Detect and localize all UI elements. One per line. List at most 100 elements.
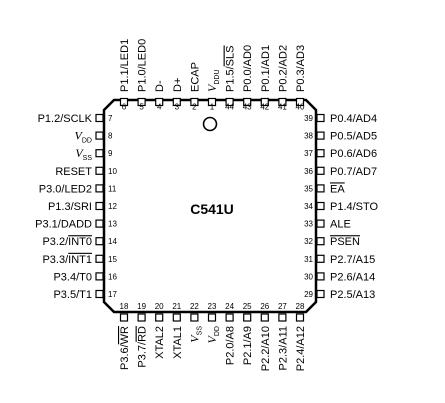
pin-39-pad <box>316 113 325 123</box>
pin-35-number: 35 <box>304 184 313 193</box>
pin-32-pad <box>316 237 325 246</box>
pin-18-pad <box>119 313 129 322</box>
pin-6-pad <box>119 97 129 107</box>
pin-39-number: 39 <box>304 114 313 123</box>
pin-7-pad <box>95 113 104 123</box>
pin-22-number: 22 <box>190 302 199 311</box>
pin-28-number: 28 <box>296 302 305 311</box>
pin-1-number: 1 <box>210 103 215 112</box>
pin-30-number: 30 <box>304 272 313 281</box>
pin-33-label-ale: ALE <box>330 219 351 231</box>
chip-name: C541U <box>190 201 234 217</box>
pin-44-number: 44 <box>225 103 234 112</box>
pin-5-pad <box>137 97 146 107</box>
pin-33-number: 33 <box>304 220 313 229</box>
pin-2-label-ecap: ECAP <box>189 62 201 92</box>
pin-38-label-p0-5-ad5: P0.5/AD5 <box>330 131 377 143</box>
pin-19-number: 19 <box>137 302 146 311</box>
pin-37-number: 37 <box>304 149 313 158</box>
pin-27-label-p2-3-a11: P2.3/A11 <box>277 326 289 370</box>
pin-8-pad <box>95 131 104 140</box>
pin-7-label-p1-2-sclk: P1.2/SCLK <box>38 113 93 125</box>
pin-30-label-p2-6-a14: P2.6/A14 <box>330 271 375 283</box>
pin-36-number: 36 <box>304 167 313 176</box>
pin-25-pad <box>243 313 252 322</box>
pin-44-label-p1-5-sls: P1.5/SLS <box>225 46 237 92</box>
pin-42-number: 42 <box>260 103 269 112</box>
pin-34-pad <box>316 201 325 211</box>
pin-16-number: 16 <box>108 272 117 281</box>
pin-43-number: 43 <box>243 103 252 112</box>
pin-43-pad <box>243 97 252 107</box>
pin-20-pad <box>155 313 164 322</box>
pin-39-label-p0-4-ad4: P0.4/AD4 <box>330 113 377 125</box>
pin-23-pad <box>207 313 217 322</box>
pin-42-label-p0-1-ad1: P0.1/AD1 <box>260 45 272 92</box>
pin-37-label-p0-6-ad6: P0.6/AD6 <box>330 148 377 160</box>
pin-26-number: 26 <box>260 302 269 311</box>
pin-41-pad <box>278 97 287 107</box>
pin-9-pad <box>95 149 104 158</box>
pin-13-label-p3-1-dadd: P3.1/DADD <box>35 219 92 231</box>
pin-14-label-p3-2-int0: P3.2/INT0 <box>42 236 92 248</box>
pin-4-pad <box>155 97 164 107</box>
pin-8-label-vdd: VDD <box>75 129 92 145</box>
pin-19-pad <box>137 313 146 322</box>
pin-43-label-p0-0-ad0: P0.0/AD0 <box>242 45 254 92</box>
pin-31-label-p2-7-a15: P2.7/A15 <box>330 254 375 266</box>
pin-34-number: 34 <box>304 202 313 211</box>
pin-21-pad <box>172 313 181 322</box>
pin-37-pad <box>316 149 325 158</box>
pin-34-label-p1-4-sto: P1.4/STO <box>330 201 379 213</box>
pin-6-number: 6 <box>122 103 127 112</box>
pin-11-label-p3-0-led2: P3.0/LED2 <box>39 183 92 195</box>
pin-28-label-p2-4-a12: P2.4/A12 <box>295 326 307 371</box>
pin-29-number: 29 <box>304 290 313 299</box>
pin-17-number: 17 <box>108 290 117 299</box>
pin-12-number: 12 <box>108 202 117 211</box>
pin-13-pad <box>95 219 104 228</box>
pin-30-pad <box>316 272 325 281</box>
pin-15-label-p3-3-int1: P3.3/INT1 <box>42 254 92 266</box>
pin-20-label-xtal2: XTAL2 <box>154 326 166 359</box>
pin-33-pad <box>316 219 325 228</box>
pin-11-pad <box>95 184 104 193</box>
pin-18-number: 18 <box>120 302 129 311</box>
pin-21-number: 21 <box>172 302 181 311</box>
pin-14-pad <box>95 237 104 246</box>
pin-29-label-p2-5-a13: P2.5/A13 <box>330 289 375 301</box>
pin-35-pad <box>316 184 325 193</box>
pin-41-number: 41 <box>278 103 287 112</box>
pin-5-number: 5 <box>139 103 144 112</box>
pin-12-label-p1-3-sri: P1.3/SRI <box>48 201 92 213</box>
pin-36-pad <box>316 166 325 175</box>
pin-2-pad <box>190 97 199 107</box>
pin-42-pad <box>260 97 269 107</box>
pin-32-label-psen: PSEN <box>330 236 360 248</box>
pin-26-label-p2-2-a10: P2.2/A10 <box>260 326 272 371</box>
pin-1-label-vddu: VDDU <box>205 69 221 92</box>
pin-26-pad <box>260 313 269 322</box>
pin-3-number: 3 <box>175 103 180 112</box>
pin-24-pad <box>225 313 234 322</box>
pin-24-label-p2-0-a8: P2.0/A8 <box>225 326 237 365</box>
pin-28-pad <box>295 313 305 322</box>
pin-18-label-p3-6-wr: P3.6/WR <box>119 326 131 370</box>
pin1-marker <box>202 116 218 132</box>
pin-31-pad <box>316 254 325 263</box>
pins-group: 6P1.1/LED15P1.0/LED04D-3D+2ECAP1VDDU44P1… <box>35 39 378 371</box>
pin-3-pad <box>172 97 181 107</box>
pin-6-label-p1-1-led1: P1.1/LED1 <box>119 39 131 92</box>
pin-40-pad <box>295 97 305 107</box>
pin-10-label-reset: RESET <box>55 166 92 178</box>
pin-44-pad <box>225 97 234 107</box>
pin-15-number: 15 <box>108 255 117 264</box>
pin-23-number: 23 <box>208 302 217 311</box>
pin-35-label-ea: EA <box>330 183 345 195</box>
pin-4-number: 4 <box>157 103 162 112</box>
pin-9-label-vss: VSS <box>75 146 92 162</box>
pin-25-label-p2-1-a9: P2.1/A9 <box>242 326 254 365</box>
pin-2-number: 2 <box>192 103 197 112</box>
pin-11-number: 11 <box>108 184 117 193</box>
pin-4-label-d: D- <box>154 80 166 92</box>
